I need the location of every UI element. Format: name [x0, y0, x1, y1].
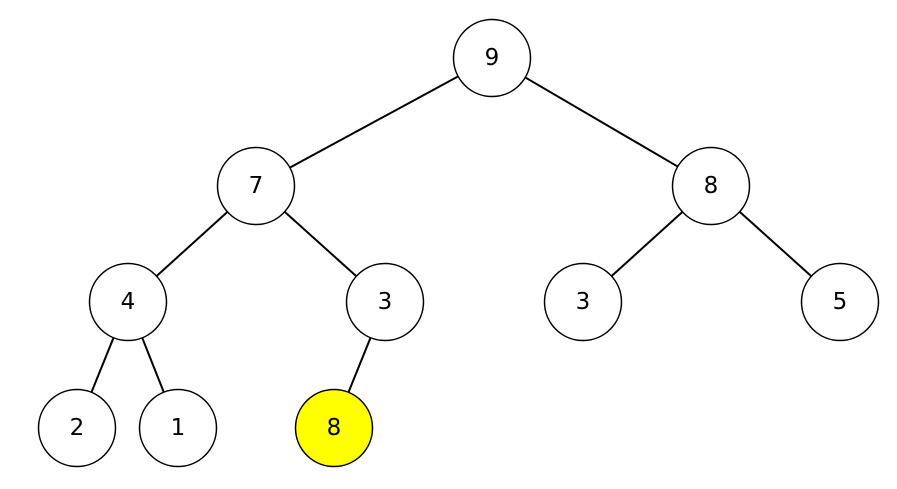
node-value-label: 9	[485, 45, 500, 71]
tree-node: 9	[452, 18, 532, 98]
tree-node: 1	[138, 388, 218, 468]
node-value-label: 2	[70, 415, 85, 441]
node-value-label: 4	[121, 289, 136, 315]
edge-n1-n4	[283, 210, 358, 278]
node-value-label: 1	[171, 415, 186, 441]
edge-n2-n5	[610, 211, 684, 277]
edge-n3-n8	[141, 337, 165, 393]
node-circle	[543, 262, 623, 342]
node-value-label: 5	[833, 289, 848, 315]
edge-n2-n6	[738, 210, 813, 278]
edge-n3-n7	[90, 337, 115, 393]
tree-nodes: 9 7 8 4 3 3 5 2 1 8	[37, 18, 880, 468]
tree-node: 5	[800, 262, 880, 342]
tree-node-highlighted: 8	[294, 388, 374, 468]
node-value-label: 8	[327, 415, 342, 441]
tree-node: 3	[543, 262, 623, 342]
node-value-label: 3	[378, 289, 393, 315]
tree-edges	[90, 75, 813, 393]
highlighted-node-circle	[294, 388, 374, 468]
node-value-label: 7	[249, 173, 264, 199]
node-circle	[88, 262, 168, 342]
tree-node: 2	[37, 388, 117, 468]
node-circle	[345, 262, 425, 342]
edge-n4-n9	[347, 337, 372, 393]
node-circle	[37, 388, 117, 468]
node-circle	[452, 18, 532, 98]
tree-node: 4	[88, 262, 168, 342]
edge-n0-n2	[524, 76, 679, 168]
node-value-label: 8	[704, 173, 719, 199]
node-circle	[800, 262, 880, 342]
tree-node: 3	[345, 262, 425, 342]
node-value-label: 3	[576, 289, 591, 315]
node-circle	[671, 146, 751, 226]
tree-node: 7	[216, 146, 296, 226]
edge-n1-n3	[155, 211, 229, 277]
node-circle	[216, 146, 296, 226]
edge-n0-n1	[289, 75, 459, 169]
tree-node: 8	[671, 146, 751, 226]
node-circle	[138, 388, 218, 468]
